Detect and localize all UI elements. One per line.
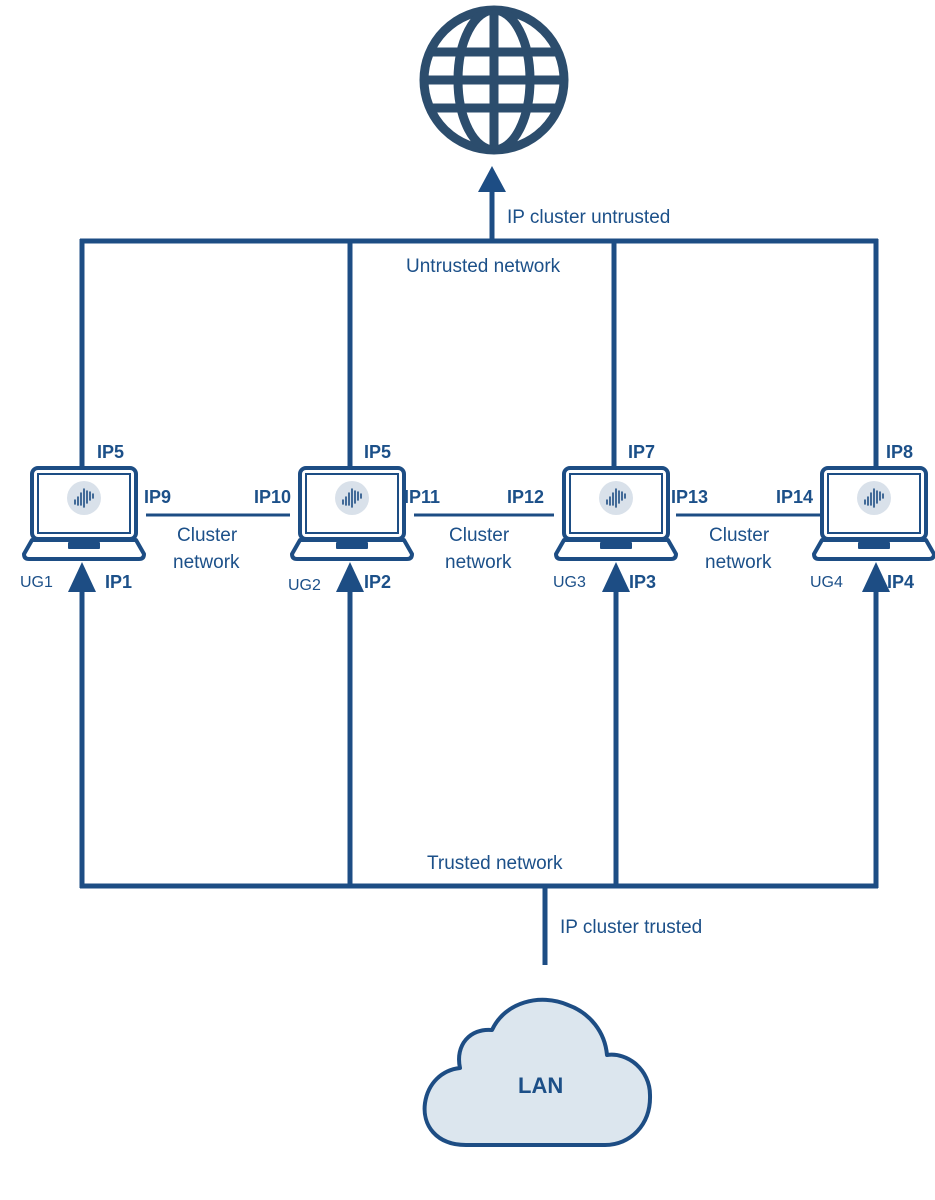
- globe-icon: [419, 5, 569, 155]
- device-name: UG3: [553, 574, 586, 591]
- untrusted-uplink: [478, 166, 506, 240]
- device-ug4: [812, 466, 935, 561]
- device-top-ip: IP5: [364, 442, 391, 462]
- cluster-link-right-ip: IP14: [776, 487, 813, 507]
- laptop-icon: [22, 466, 146, 561]
- laptop-icon: [554, 466, 678, 561]
- arrow-up-icon: [68, 562, 96, 592]
- cluster-link-left-ip: IP9: [144, 487, 171, 507]
- device-name: UG4: [810, 574, 843, 591]
- device-bottom-ip: IP2: [364, 572, 391, 592]
- arrow-up-icon: [336, 562, 364, 592]
- cluster-link-left-ip: IP11: [404, 487, 440, 507]
- arrow-up-icon: [862, 562, 890, 592]
- trusted-arrows: [68, 562, 890, 592]
- device-ug3: [554, 466, 678, 561]
- ip-cluster-trusted-label: IP cluster trusted: [560, 917, 702, 938]
- laptop-icon: [812, 466, 935, 561]
- laptop-icon: [290, 466, 414, 561]
- untrusted-network-bus: [79, 238, 879, 470]
- cluster-network-label: Cluster: [449, 525, 510, 546]
- device-top-ip: IP5: [97, 442, 124, 462]
- device-bottom-ip: IP1: [105, 572, 132, 592]
- device-bottom-ip: IP3: [629, 572, 656, 592]
- device-bottom-ip: IP4: [887, 572, 914, 592]
- trusted-network-bus: [79, 585, 879, 889]
- untrusted-network-label: Untrusted network: [406, 256, 561, 277]
- lan-label: LAN: [518, 1073, 563, 1098]
- device-top-ip: IP7: [628, 442, 655, 462]
- device-top-ip: IP8: [886, 442, 913, 462]
- arrow-up-icon: [602, 562, 630, 592]
- device-name: UG2: [288, 577, 321, 594]
- trusted-network-label: Trusted network: [427, 853, 563, 874]
- cluster-network-label: network: [705, 552, 772, 573]
- cluster-network-label: Cluster: [709, 525, 770, 546]
- device-name: UG1: [20, 574, 53, 591]
- cluster-network-label: network: [445, 552, 512, 573]
- ip-cluster-untrusted-label: IP cluster untrusted: [507, 207, 670, 228]
- device-ug1: [22, 466, 146, 561]
- cluster-link-right-ip: IP10: [254, 487, 291, 507]
- device-ug2: [290, 466, 414, 561]
- cluster-link-left-ip: IP13: [671, 487, 708, 507]
- cloud-icon: [422, 997, 653, 1147]
- cluster-link-right-ip: IP12: [507, 487, 544, 507]
- cluster-network-label: network: [173, 552, 240, 573]
- cluster-network-label: Cluster: [177, 525, 238, 546]
